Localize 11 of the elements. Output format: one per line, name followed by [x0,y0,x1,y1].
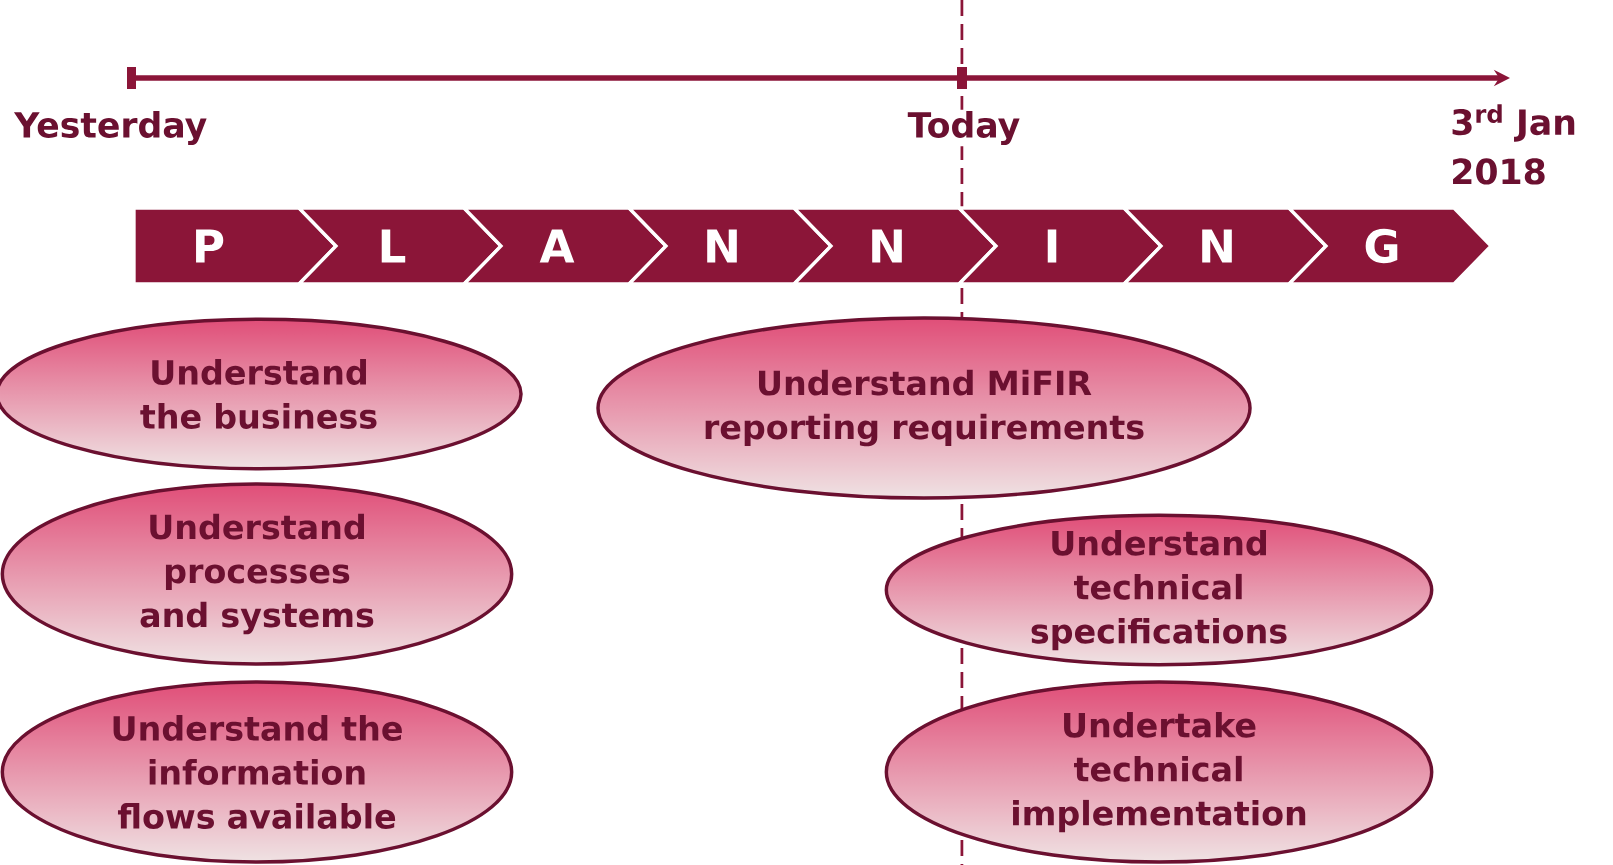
letter-band: P [132,206,339,286]
letter-band: N [790,206,999,286]
timeline-label: 3$^{rd}$ Jan 2018 [1452,104,1575,185]
timeline-label: Yesterday [13,111,207,145]
letter-band: A [460,206,669,286]
timeline-label: Today [906,109,1022,147]
letter-band: L [295,206,504,286]
letter-band: N [625,206,834,286]
letter-band: G [1285,206,1494,286]
letter-band: I [955,206,1164,286]
letter-band: N [1120,206,1329,286]
